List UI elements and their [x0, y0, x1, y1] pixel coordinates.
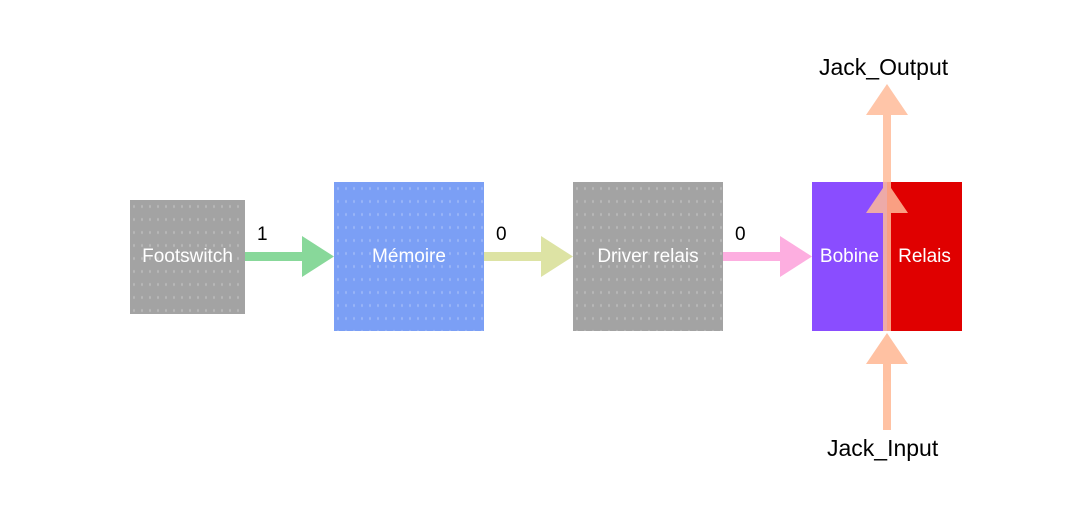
- footswitch-label: Footswitch: [142, 246, 233, 267]
- signal-label-3: 0: [735, 224, 746, 245]
- signal-label-1: 1: [257, 224, 268, 245]
- footswitch-block: Footswitch: [130, 200, 245, 314]
- arrow-driver-to-bobine: [723, 236, 812, 277]
- driver-relais-label: Driver relais: [597, 245, 699, 267]
- arrow-from-jack-input: [866, 333, 908, 430]
- arrow-memoire-to-driver: [484, 236, 573, 277]
- memoire-label: Mémoire: [372, 245, 446, 267]
- driver-relais-block: Driver relais: [573, 182, 723, 331]
- arrow-footswitch-to-memoire: [245, 236, 334, 277]
- relais-block: Relais: [887, 182, 962, 331]
- arrow-to-jack-output: [866, 84, 908, 331]
- jack-output-label: Jack_Output: [819, 54, 949, 80]
- bobine-label: Bobine: [819, 245, 880, 267]
- jack-input-label: Jack_Input: [827, 435, 939, 461]
- signal-label-2: 0: [496, 224, 507, 245]
- memoire-block: Mémoire: [334, 182, 484, 331]
- relais-label: Relais: [898, 245, 951, 267]
